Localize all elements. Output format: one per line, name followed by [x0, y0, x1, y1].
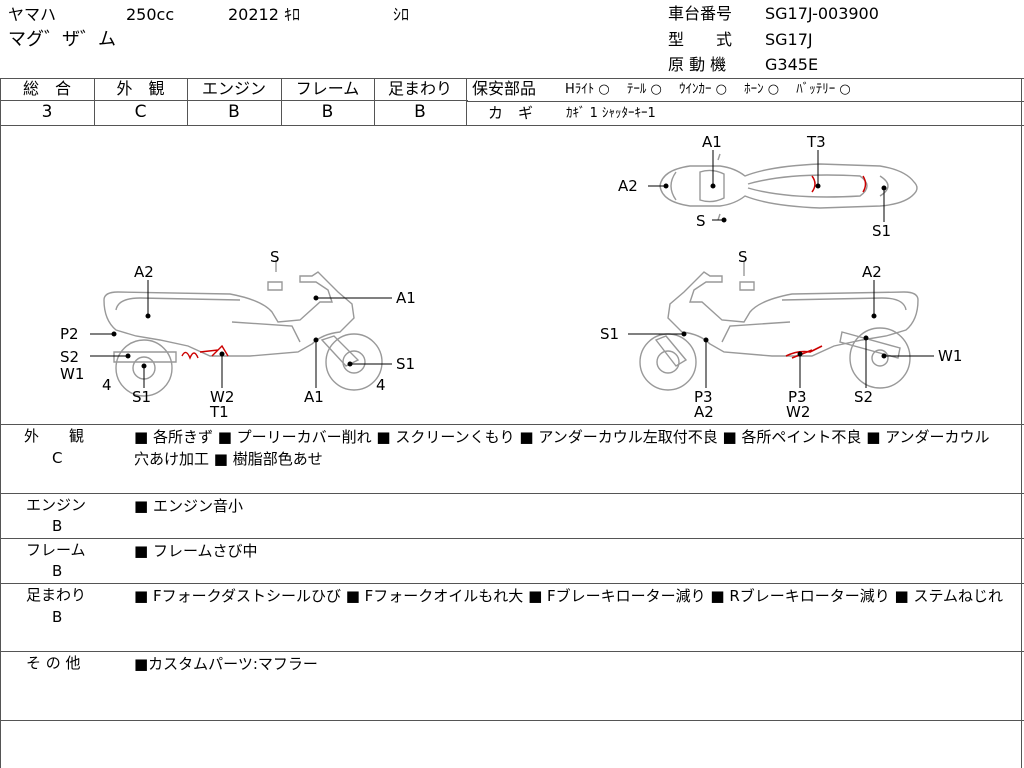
divider — [0, 493, 1024, 494]
section-text: ■カスタムパーツ:マフラー — [134, 655, 318, 673]
diagram-label: S1 — [396, 355, 415, 373]
diagram-label: A2 — [862, 263, 882, 281]
bike-right-view — [639, 262, 919, 391]
diagram-label: S — [270, 248, 280, 266]
divider — [0, 720, 1024, 721]
divider — [281, 78, 282, 125]
damage-diagram: A1 T3 A2 S S1 S A2 A1 P2 S2 W1 S1 4 S1 W… — [60, 133, 962, 421]
diagram-label: P3 — [788, 388, 807, 406]
divider — [0, 424, 1024, 425]
diagram-label: 4 — [376, 376, 386, 394]
safety-label: 保安部品 — [472, 79, 537, 98]
divider — [1021, 78, 1022, 768]
section-text: ■ Fフォークダストシールひび ■ Fフォークオイルもれ大 ■ Fブレーキロータ… — [134, 587, 1004, 605]
diagram-label: S2 — [854, 388, 873, 406]
divider — [0, 538, 1024, 539]
section-label: そ の 他 — [26, 654, 81, 672]
section-text: ■ 各所きず ■ プーリーカバー削れ ■ スクリーンくもり ■ アンダーカウル左… — [134, 428, 990, 468]
diagram-label: 4 — [102, 376, 112, 394]
displacement: 250cc — [126, 5, 175, 24]
divider — [466, 78, 467, 125]
frame-number: SG17J-003900 — [765, 4, 879, 23]
section-grade: B — [52, 562, 63, 580]
engine-model-label: 原 動 機 — [668, 55, 727, 74]
diagram-label: A2 — [694, 403, 714, 421]
mileage: 20212 ｷﾛ — [228, 5, 300, 24]
frame-number-label: 車台番号 — [668, 4, 733, 23]
grade-engine-label: エンジン — [201, 79, 266, 98]
divider — [0, 651, 1024, 652]
diagram-label: S1 — [600, 325, 619, 343]
grade-exterior-value: C — [134, 102, 147, 122]
diagram-label: W1 — [938, 347, 962, 365]
divider — [0, 78, 1, 768]
grade-suspension-value: B — [414, 102, 426, 122]
model-name: マグ゛ザ゛ム — [8, 29, 116, 50]
grade-engine-value: B — [228, 102, 240, 122]
section-text: ■ エンジン音小 — [134, 497, 243, 515]
grade-suspension-label: 足まわり — [387, 79, 452, 98]
model-type-label: 型 式 — [668, 30, 733, 49]
divider — [187, 78, 188, 125]
model-type: SG17J — [765, 30, 813, 49]
divider — [0, 100, 468, 101]
diagram-label: W1 — [60, 365, 84, 383]
grade-overall-value: 3 — [41, 102, 53, 122]
section-text: ■ フレームさび中 — [134, 542, 258, 560]
divider — [0, 125, 1024, 126]
diagram-label: S1 — [872, 222, 891, 240]
section-label: フレーム — [26, 541, 86, 559]
key-value: ｶｷﾞ 1 ｼｬｯﾀｰｷｰ1 — [566, 106, 656, 121]
diagram-label: P3 — [694, 388, 713, 406]
maker: ヤマハ — [8, 5, 57, 24]
grade-overall-label: 総 合 — [22, 79, 71, 98]
diagram-label: A1 — [304, 388, 324, 406]
diagram-label: T3 — [806, 133, 826, 151]
diagram-label: A2 — [618, 177, 638, 195]
diagram-label: S2 — [60, 348, 79, 366]
diagram-label: S — [696, 212, 706, 230]
divider — [0, 78, 1024, 79]
safety-items: Hﾗｲﾄ ○ ﾃｰﾙ ○ ｳｲﾝｶｰ ○ ﾎｰﾝ ○ ﾊﾞｯﾃﾘｰ ○ — [565, 82, 851, 97]
divider — [94, 78, 95, 125]
section-label: 足まわり — [26, 586, 87, 604]
bike-top-view — [659, 153, 918, 221]
grade-exterior-label: 外 観 — [116, 79, 165, 98]
divider — [0, 583, 1024, 584]
section-grade: B — [52, 517, 63, 535]
engine-model: G345E — [765, 55, 819, 74]
section-grade: C — [52, 449, 63, 467]
diagram-label: A1 — [702, 133, 722, 151]
color: ｼﾛ — [393, 5, 410, 24]
diagram-label: P2 — [60, 325, 79, 343]
key-label: カ ギ — [488, 104, 534, 122]
diagram-label: W2 — [210, 388, 234, 406]
section-label: 外 観 — [24, 427, 85, 445]
section-grade: B — [52, 608, 63, 626]
grade-frame-value: B — [321, 102, 334, 122]
diagram-label: S1 — [132, 388, 151, 406]
diagram-label: A1 — [396, 289, 416, 307]
diagram-label: A2 — [134, 263, 154, 281]
section-label: エンジン — [26, 496, 87, 514]
diagram-label: T1 — [209, 403, 229, 421]
grade-frame-label: フレーム — [295, 79, 360, 98]
divider — [466, 101, 1024, 102]
diagram-label: W2 — [786, 403, 810, 421]
diagram-label: S — [738, 248, 748, 266]
divider — [374, 78, 375, 125]
